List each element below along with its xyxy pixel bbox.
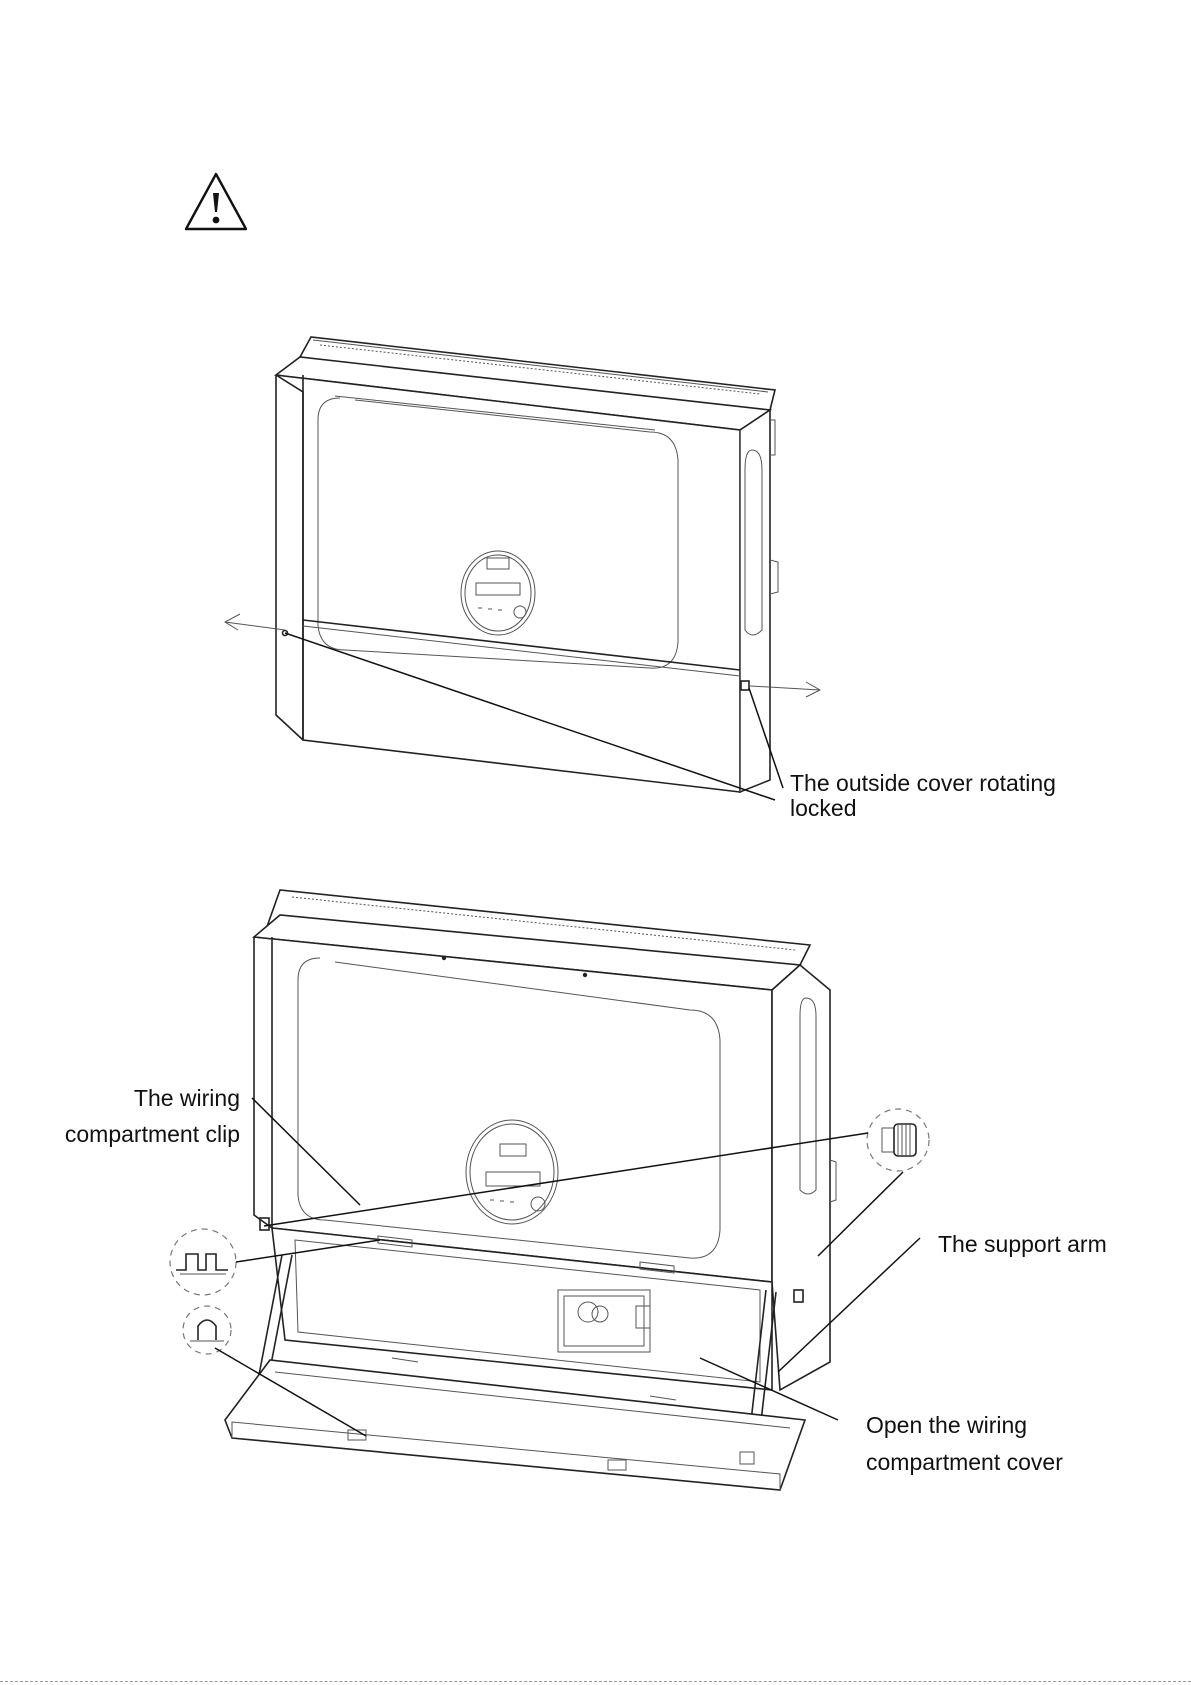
wiring-clip-label-1: The wiring bbox=[134, 1085, 240, 1111]
outside-cover-lock-label-2: locked bbox=[790, 795, 856, 821]
page-bottom-rule bbox=[0, 1681, 1191, 1682]
inverter-closed-illustration bbox=[225, 337, 820, 800]
outside-cover-lock-label-1: The outside cover rotating bbox=[790, 770, 1056, 796]
support-arm-label: The support arm bbox=[938, 1231, 1107, 1257]
open-cover-label-2: compartment cover bbox=[866, 1449, 1063, 1475]
warning-triangle-icon bbox=[186, 174, 246, 229]
inverter-open-illustration bbox=[170, 890, 929, 1490]
knob-detail-magnifier bbox=[867, 1109, 929, 1171]
clip-detail-magnifier bbox=[170, 1229, 236, 1295]
wiring-clip-label-2: compartment clip bbox=[65, 1121, 240, 1147]
hook-detail-magnifier bbox=[183, 1306, 231, 1354]
open-cover-label-1: Open the wiring bbox=[866, 1412, 1027, 1438]
